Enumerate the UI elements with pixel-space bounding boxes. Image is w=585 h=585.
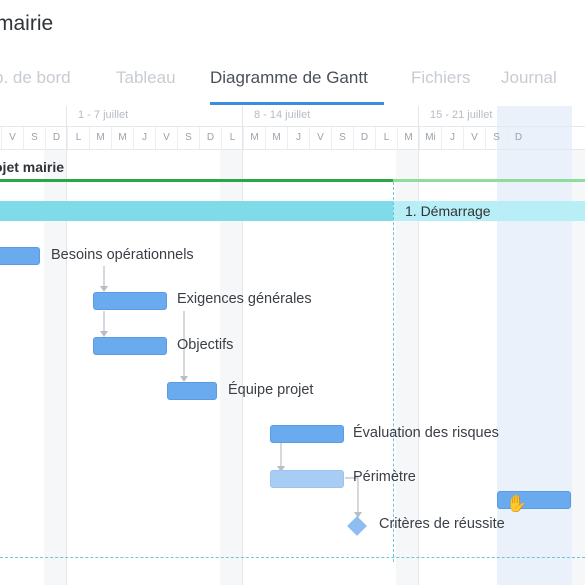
day-cell: J: [288, 127, 310, 149]
day-cell: M: [398, 127, 420, 149]
day-cell: M: [112, 127, 134, 149]
week-separator: [418, 106, 419, 585]
gantt-chart: 1 - 7 juillet 8 - 14 juillet 15 - 21 jui…: [0, 106, 585, 585]
weekend-column: [396, 149, 418, 585]
task-label[interactable]: Équipe projet: [228, 382, 314, 398]
day-cell: V: [310, 127, 332, 149]
day-cell: M: [90, 127, 112, 149]
task-label[interactable]: Exigences générales: [177, 291, 312, 307]
week-label: 1 - 7 juillet: [78, 109, 129, 121]
weekend-column: [44, 149, 66, 585]
phase-label: 1. Démarrage: [405, 203, 491, 219]
week-label: 15 - 21 juillet: [430, 109, 493, 121]
task-bar[interactable]: [93, 337, 167, 355]
task-label[interactable]: Objectifs: [177, 337, 234, 353]
day-cell: V: [464, 127, 486, 149]
dependency-arrows: [100, 266, 362, 518]
task-bar[interactable]: [167, 382, 217, 400]
phase-bar[interactable]: [0, 201, 393, 221]
day-cell: V: [2, 127, 24, 149]
milestone-label[interactable]: Critères de réussite: [379, 516, 505, 532]
weekend-column: [572, 149, 585, 585]
tab-journal[interactable]: Journal: [501, 68, 557, 87]
day-cell: S: [178, 127, 200, 149]
day-cell: L: [68, 127, 90, 149]
day-cell: S: [24, 127, 46, 149]
dragging-task-bar[interactable]: [497, 491, 571, 509]
task-label[interactable]: Évaluation des risques: [353, 425, 499, 441]
task-bar[interactable]: [93, 292, 167, 310]
tab-files[interactable]: Fichiers: [411, 68, 471, 87]
tab-table[interactable]: Tableau: [116, 68, 176, 87]
task-bar[interactable]: [270, 470, 344, 488]
tab-gantt[interactable]: Diagramme de Gantt: [210, 68, 368, 87]
day-cell: D: [508, 127, 530, 149]
day-cell: J: [134, 127, 156, 149]
phase-boundary-line: [393, 182, 394, 562]
tab-dashboard[interactable]: b. de bord: [0, 68, 71, 87]
phase-bottom-line: [0, 557, 585, 558]
phase-bar-extension: [393, 201, 585, 221]
tab-bar: b. de bord Tableau Diagramme de Gantt Fi…: [0, 60, 585, 108]
task-label[interactable]: Besoins opérationnels: [51, 247, 194, 263]
day-cell: S: [486, 127, 508, 149]
day-cell: D: [46, 127, 68, 149]
day-cell: D: [354, 127, 376, 149]
day-cell: M: [244, 127, 266, 149]
day-cell: L: [376, 127, 398, 149]
day-cell: S: [332, 127, 354, 149]
day-cell: D: [200, 127, 222, 149]
task-label[interactable]: Périmètre: [353, 469, 416, 485]
day-cell: Mi: [420, 127, 442, 149]
task-bar[interactable]: [0, 247, 40, 265]
task-bar[interactable]: [270, 425, 344, 443]
project-row-label[interactable]: ojet mairie: [0, 159, 65, 175]
project-remaining-line: [393, 179, 585, 182]
day-cell: J: [442, 127, 464, 149]
day-cell: L: [222, 127, 244, 149]
project-progress-line: [0, 179, 393, 182]
week-separator: [66, 106, 67, 585]
week-separator: [242, 106, 243, 585]
hand-cursor-icon: ✋: [506, 494, 528, 513]
active-tab-indicator: [210, 102, 384, 105]
week-header: 1 - 7 juillet 8 - 14 juillet 15 - 21 jui…: [0, 106, 585, 127]
week-label: 8 - 14 juillet: [254, 109, 311, 121]
weekend-column: [220, 149, 242, 585]
day-cell: M: [266, 127, 288, 149]
day-cell: V: [156, 127, 178, 149]
day-cell: [0, 127, 2, 149]
project-title: mairie: [0, 12, 54, 35]
